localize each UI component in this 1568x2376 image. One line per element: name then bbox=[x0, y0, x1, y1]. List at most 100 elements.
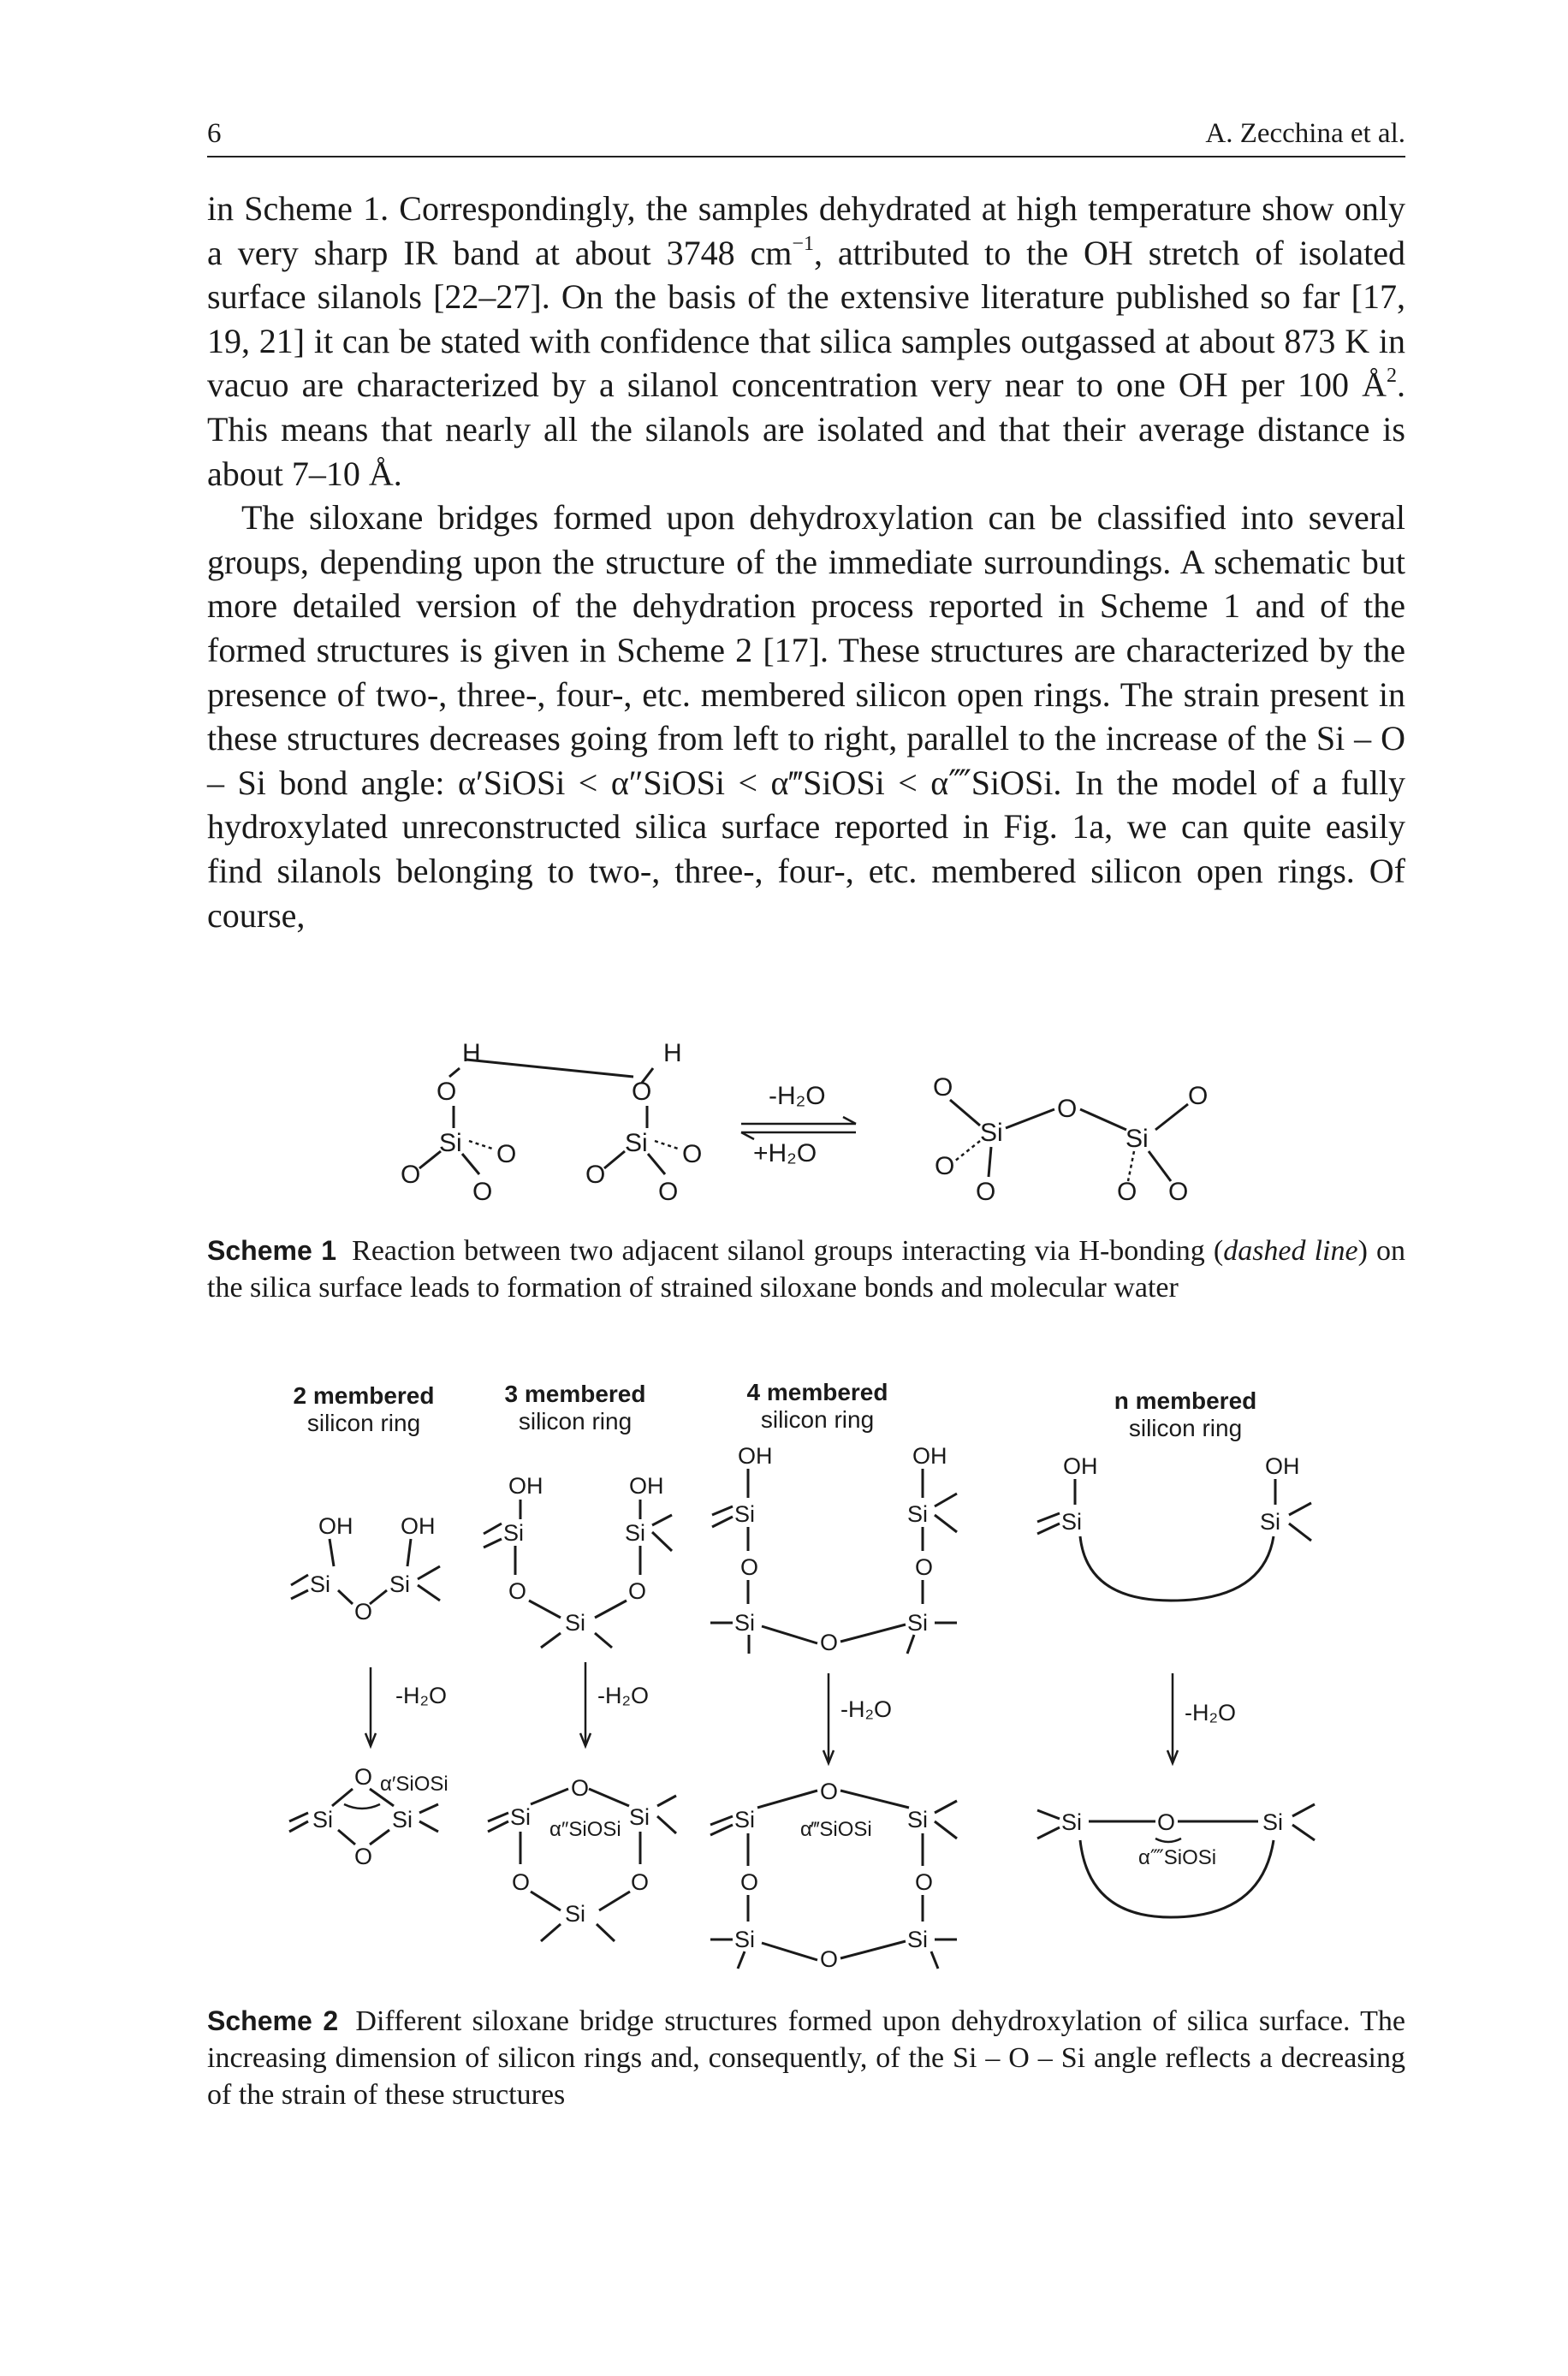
svg-text:silicon ring: silicon ring bbox=[1129, 1415, 1242, 1441]
body-text: in Scheme 1. Correspondingly, the sample… bbox=[207, 187, 1405, 937]
page-number: 6 bbox=[207, 118, 222, 149]
svg-text:Si: Si bbox=[310, 1571, 330, 1597]
svg-text:-H₂O: -H₂O bbox=[769, 1082, 826, 1110]
svg-text:Si: Si bbox=[629, 1804, 650, 1830]
svg-text:O: O bbox=[682, 1140, 702, 1168]
svg-text:Si: Si bbox=[1061, 1809, 1082, 1835]
svg-text:O: O bbox=[933, 1073, 953, 1102]
svg-text:Si: Si bbox=[907, 1610, 928, 1636]
svg-text:O: O bbox=[354, 1599, 372, 1625]
svg-text:Si: Si bbox=[734, 1501, 755, 1527]
svg-text:O: O bbox=[820, 1946, 838, 1972]
svg-text:silicon ring: silicon ring bbox=[519, 1408, 632, 1435]
scheme-2-label: Scheme 2 bbox=[207, 2005, 339, 2036]
silanol-pair: H H O O Si Si O O O O O O bbox=[401, 1039, 702, 1206]
svg-text:O: O bbox=[1157, 1809, 1175, 1835]
svg-text:O: O bbox=[508, 1578, 526, 1604]
svg-text:O: O bbox=[820, 1779, 838, 1804]
svg-text:OH: OH bbox=[738, 1443, 773, 1469]
column-titles: 2 membered silicon ring 3 membered silic… bbox=[294, 1379, 1257, 1441]
svg-text:H: H bbox=[663, 1039, 682, 1067]
three-ring-silanols: OH OH Si Si O O Si bbox=[483, 1473, 674, 1649]
svg-text:O: O bbox=[437, 1078, 456, 1106]
svg-text:O: O bbox=[585, 1161, 605, 1189]
svg-text:α″SiOSi: α″SiOSi bbox=[549, 1818, 621, 1841]
two-ring-silanols: OH OH Si Si O bbox=[290, 1513, 441, 1625]
svg-text:O: O bbox=[1117, 1178, 1137, 1206]
svg-text:Si: Si bbox=[734, 1807, 755, 1832]
svg-text:O: O bbox=[632, 1078, 651, 1106]
svg-text:Si: Si bbox=[625, 1520, 645, 1546]
svg-text:O: O bbox=[935, 1152, 954, 1180]
svg-text:H: H bbox=[462, 1039, 481, 1067]
svg-text:Si: Si bbox=[392, 1807, 413, 1832]
svg-text:O: O bbox=[631, 1869, 649, 1895]
svg-text:Si: Si bbox=[565, 1610, 585, 1636]
svg-text:O: O bbox=[1168, 1178, 1188, 1206]
svg-text:O: O bbox=[658, 1178, 678, 1206]
equilibrium-arrows: -H₂O +H₂O bbox=[740, 1082, 857, 1167]
svg-text:O: O bbox=[571, 1775, 589, 1801]
siloxane-product: O O O Si Si O O O O bbox=[933, 1073, 1208, 1206]
paragraph-2: The siloxane bridges formed upon dehydro… bbox=[207, 498, 1406, 935]
four-ring-silanols: OH OH Si Si O O Si Si O bbox=[710, 1443, 958, 1655]
svg-text:OH: OH bbox=[1265, 1453, 1300, 1479]
scheme-2-caption: Scheme 2 Different siloxane bridge struc… bbox=[207, 2005, 1406, 2111]
svg-text:Si: Si bbox=[980, 1119, 1003, 1147]
svg-text:O: O bbox=[1188, 1082, 1208, 1110]
svg-text:+H₂O: +H₂O bbox=[753, 1139, 817, 1167]
n-ring-siloxane: Si Si O α⁗SiOSi bbox=[1036, 1803, 1316, 1919]
svg-text:Si: Si bbox=[1262, 1809, 1283, 1835]
svg-text:O: O bbox=[628, 1578, 646, 1604]
bond-angle-inequality: α′SiOSi < α″SiOSi < α‴SiOSi < α⁗SiOSi bbox=[458, 763, 1054, 802]
svg-text:OH: OH bbox=[1063, 1453, 1098, 1479]
svg-text:O: O bbox=[915, 1869, 933, 1895]
svg-text:4 membered: 4 membered bbox=[747, 1379, 888, 1405]
svg-text:OH: OH bbox=[508, 1473, 543, 1499]
svg-text:Si: Si bbox=[1126, 1125, 1149, 1153]
running-header: 6 A. Zecchina et al. bbox=[207, 118, 1405, 157]
svg-text:Si: Si bbox=[389, 1571, 410, 1597]
two-ring-siloxane: Si Si O O α′SiOSi bbox=[288, 1764, 448, 1869]
svg-text:O: O bbox=[740, 1869, 758, 1895]
svg-text:O: O bbox=[496, 1140, 516, 1168]
svg-text:Si: Si bbox=[1061, 1509, 1082, 1535]
svg-text:Si: Si bbox=[1260, 1509, 1280, 1535]
svg-text:Si: Si bbox=[734, 1610, 755, 1636]
svg-text:Si: Si bbox=[907, 1807, 928, 1832]
svg-text:3 membered: 3 membered bbox=[505, 1381, 646, 1407]
svg-text:Si: Si bbox=[907, 1501, 928, 1527]
scheme-1-caption: Scheme 1 Reaction between two adjacent s… bbox=[207, 1235, 1406, 1304]
svg-text:OH: OH bbox=[318, 1513, 353, 1539]
scheme-1-label: Scheme 1 bbox=[207, 1235, 337, 1266]
svg-text:Si: Si bbox=[312, 1807, 333, 1832]
svg-text:O: O bbox=[401, 1161, 420, 1189]
svg-text:Si: Si bbox=[625, 1129, 648, 1157]
svg-text:O: O bbox=[354, 1844, 372, 1869]
svg-text:silicon ring: silicon ring bbox=[761, 1406, 874, 1433]
svg-text:silicon ring: silicon ring bbox=[307, 1410, 420, 1436]
four-ring-siloxane: O Si Si α‴SiOSi O O Si Si O bbox=[710, 1779, 958, 1972]
svg-text:-H₂O: -H₂O bbox=[1185, 1700, 1236, 1726]
svg-text:OH: OH bbox=[912, 1443, 947, 1469]
svg-text:2 membered: 2 membered bbox=[294, 1382, 435, 1409]
svg-text:Si: Si bbox=[907, 1927, 928, 1952]
svg-text:Si: Si bbox=[734, 1927, 755, 1952]
svg-text:O: O bbox=[740, 1554, 758, 1580]
svg-text:O: O bbox=[915, 1554, 933, 1580]
svg-text:-H₂O: -H₂O bbox=[840, 1696, 892, 1722]
svg-text:O: O bbox=[976, 1178, 995, 1206]
n-ring-silanols: OH OH Si Si bbox=[1036, 1453, 1312, 1602]
svg-text:Si: Si bbox=[565, 1901, 585, 1927]
svg-text:O: O bbox=[820, 1630, 838, 1655]
svg-text:n membered: n membered bbox=[1114, 1387, 1257, 1414]
svg-text:Si: Si bbox=[503, 1520, 524, 1546]
svg-text:Si: Si bbox=[510, 1804, 531, 1830]
running-authors: A. Zecchina et al. bbox=[1205, 118, 1405, 149]
svg-text:OH: OH bbox=[629, 1473, 664, 1499]
svg-text:-H₂O: -H₂O bbox=[597, 1683, 649, 1708]
svg-text:α‴SiOSi: α‴SiOSi bbox=[800, 1818, 872, 1841]
svg-text:Si: Si bbox=[439, 1129, 462, 1157]
